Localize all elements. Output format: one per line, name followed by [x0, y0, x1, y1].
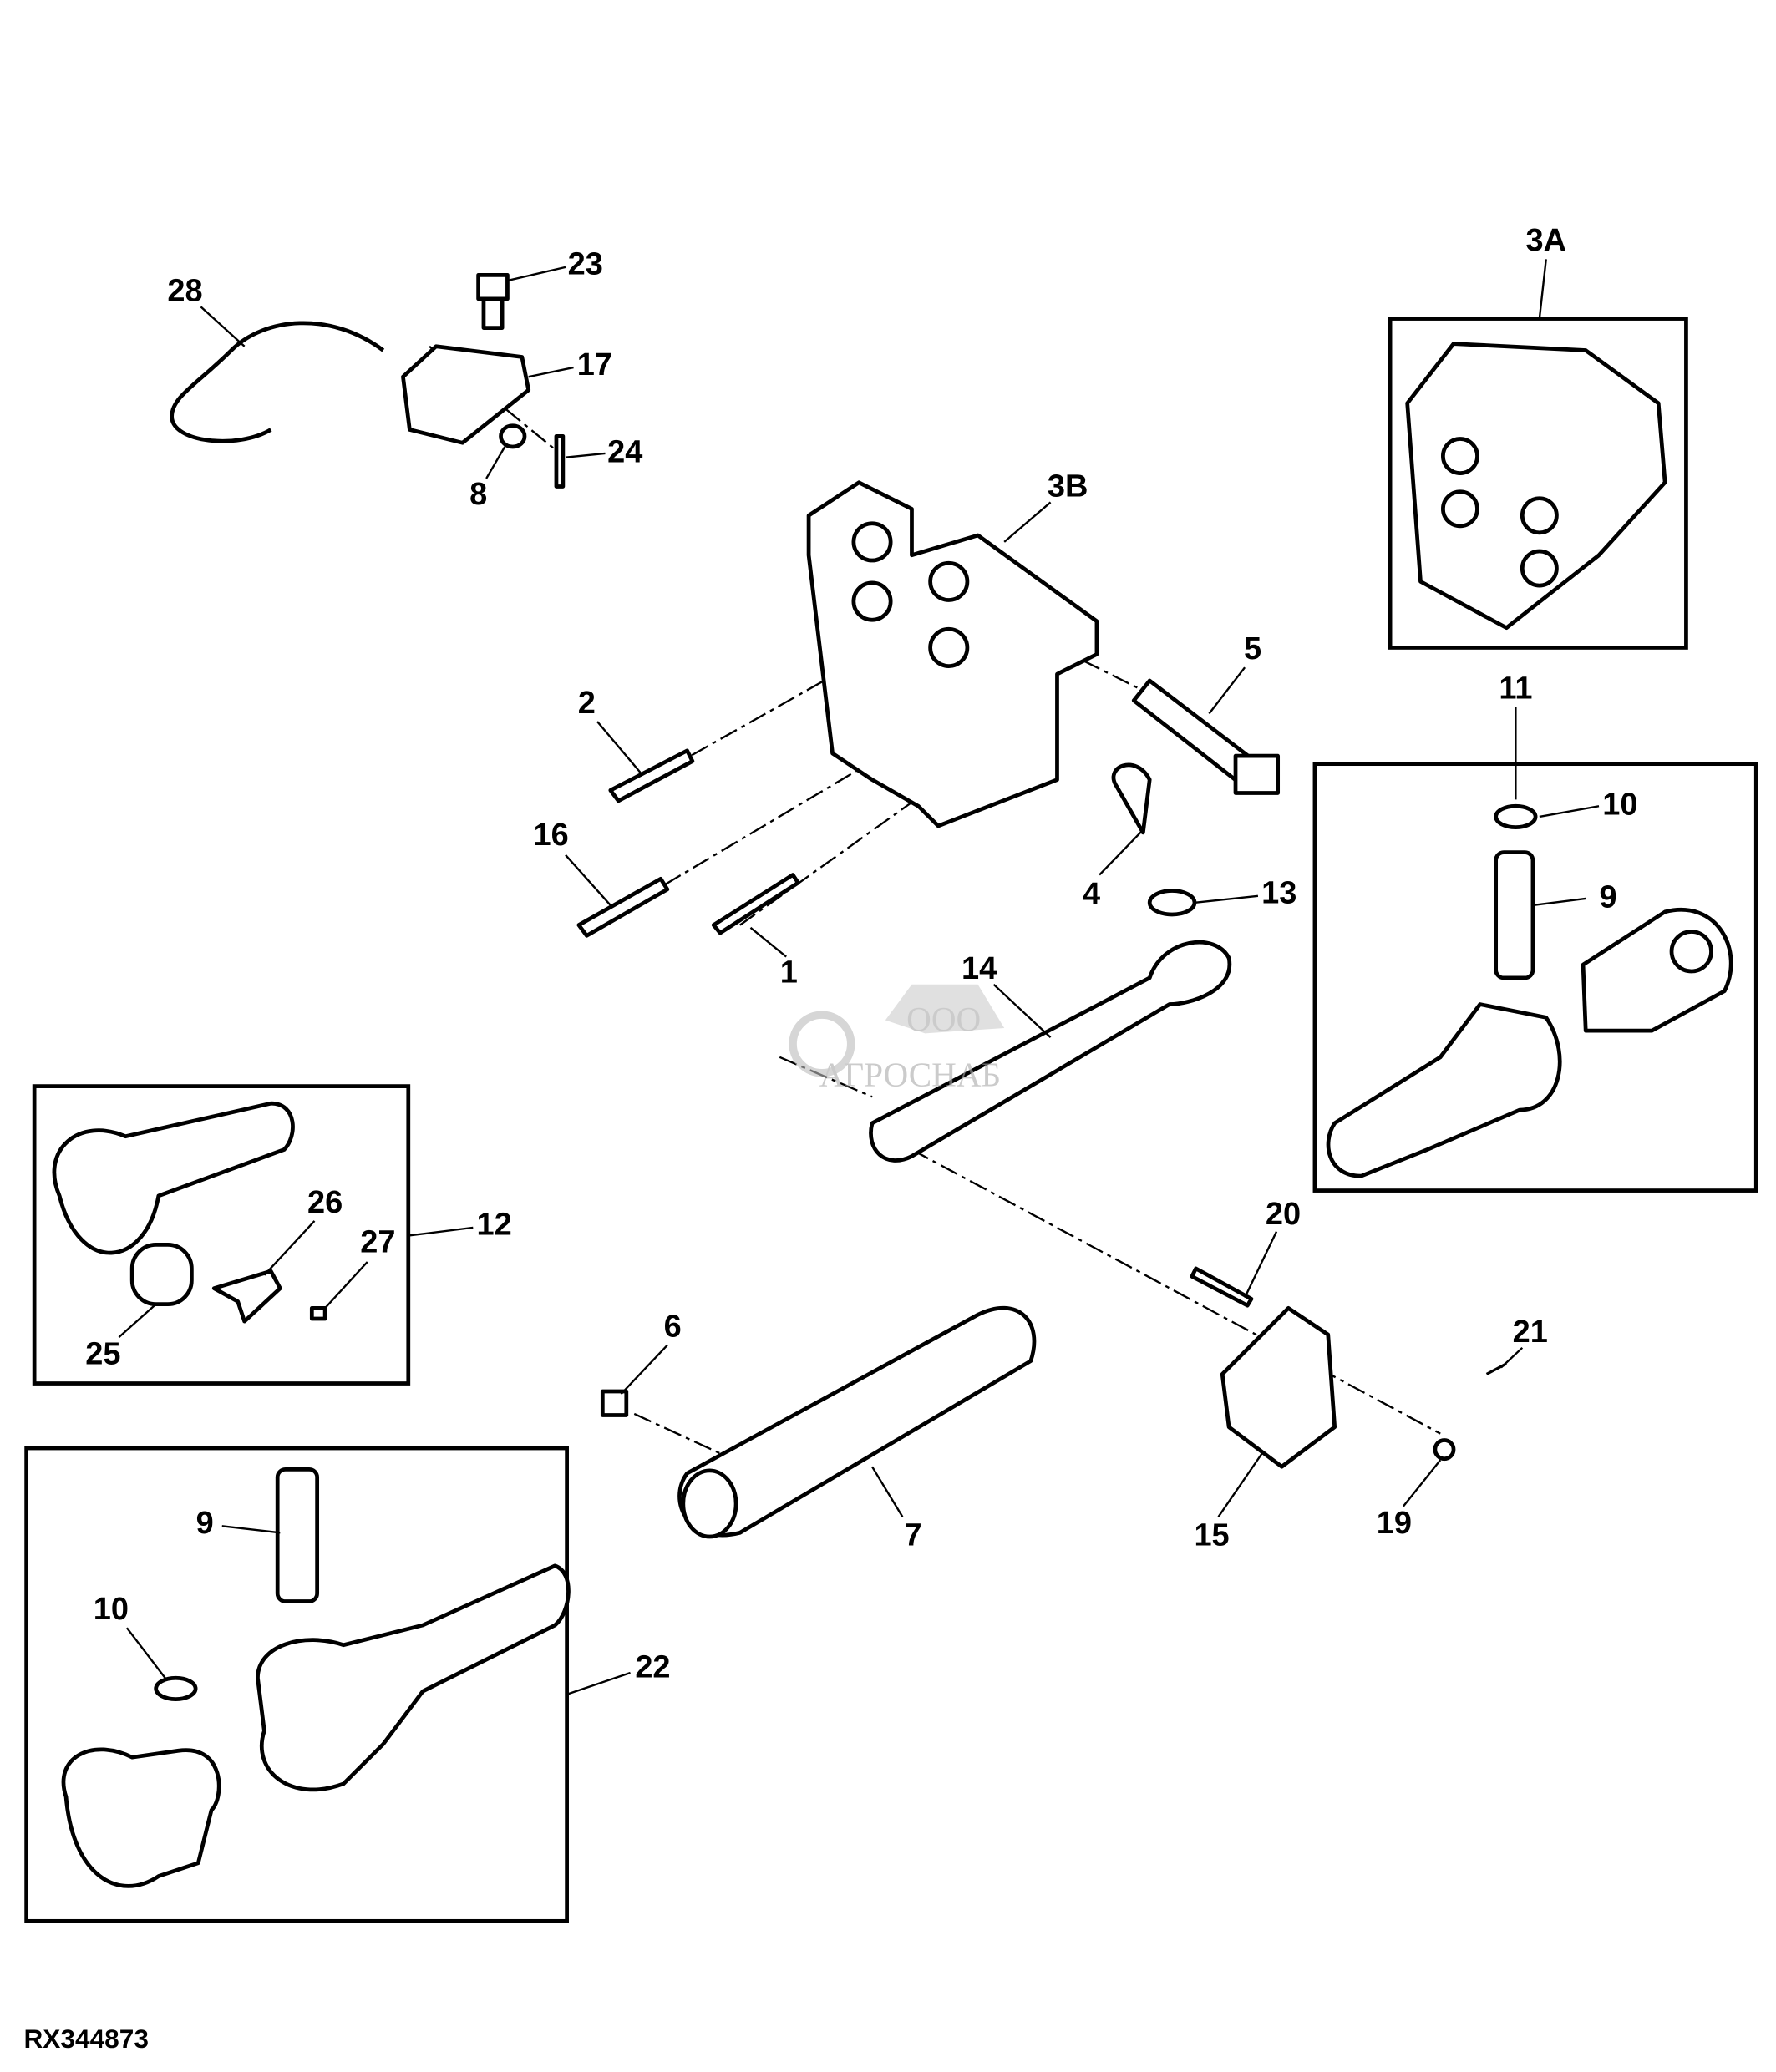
callout-12: 12: [477, 1208, 512, 1243]
part-20-pin: [1190, 1266, 1254, 1308]
part-15-bracket: [1220, 1305, 1337, 1469]
callout-5: 5: [1244, 631, 1261, 666]
callout-2: 2: [578, 686, 596, 721]
callout-8: 8: [469, 477, 487, 512]
part-3-ball-end: [1581, 908, 1733, 1033]
detail-box-9-10-11: [1312, 762, 1758, 1193]
watermark-prefix: ООО: [906, 1000, 981, 1038]
part-2-bolt: [608, 748, 695, 803]
callout-25: 25: [85, 1337, 120, 1372]
callout-4: 4: [1083, 877, 1100, 912]
callout-14: 14: [962, 951, 997, 986]
callout-9-lower: 9: [196, 1506, 214, 1541]
callout-23: 23: [568, 247, 603, 282]
callout-16: 16: [534, 818, 569, 853]
part-24-pin: [554, 433, 566, 489]
callout-20: 20: [1266, 1197, 1301, 1232]
callout-19: 19: [1377, 1506, 1412, 1541]
part-17-bracket: [401, 344, 531, 445]
part-16-bolt: [576, 876, 670, 938]
callout-28: 28: [167, 273, 202, 308]
callout-10-lower: 10: [94, 1592, 129, 1627]
part-26-latch: [211, 1269, 282, 1324]
part-ball-end-lower: [61, 1747, 221, 1888]
part-12-link-end: [52, 1101, 295, 1255]
callout-24: 24: [607, 434, 642, 469]
callout-1: 1: [780, 955, 798, 990]
callout-3b: 3B: [1048, 469, 1088, 504]
callout-13: 13: [1261, 876, 1296, 911]
part-9-pin: [1494, 850, 1535, 980]
callout-22: 22: [635, 1650, 670, 1685]
part-23-bolt-shank: [481, 296, 505, 331]
leader-lines: [118, 259, 1600, 1695]
part-23-bolt-head: [476, 272, 510, 301]
part-22-link-end: [1326, 1002, 1562, 1178]
callout-10: 10: [1602, 788, 1637, 823]
watermark-name: АГРОСНАБ: [819, 1056, 1001, 1094]
detail-box-3a: [1388, 317, 1688, 650]
part-14-lever: [869, 940, 1232, 1163]
part-5-pin-head: [1233, 753, 1281, 795]
callout-9: 9: [1600, 879, 1617, 914]
combine-harvester-icon: [885, 984, 1005, 1034]
callout-11: 11: [1499, 671, 1532, 706]
part-8-washer: [499, 423, 527, 449]
detail-box-22: [24, 1446, 569, 1923]
diagram-code: RX344873: [23, 2024, 148, 2054]
part-19-nut: [1433, 1438, 1456, 1462]
part-7-sleeve: [677, 1305, 1037, 1538]
part-7-sleeve-bore: [681, 1468, 738, 1539]
callout-27: 27: [360, 1224, 395, 1259]
callout-6: 6: [664, 1310, 682, 1345]
callout-3a: 3A: [1525, 223, 1566, 258]
callout-21: 21: [1513, 1315, 1548, 1350]
gear-icon: [789, 1011, 855, 1077]
part-28-handle: [170, 321, 385, 443]
part-27-screw: [309, 1305, 327, 1321]
part-13-ring: [1147, 889, 1197, 917]
part-10-snap-ring: [1494, 803, 1538, 829]
detail-box-12: [32, 1084, 411, 1386]
part-3a-hitch-housing: [1405, 342, 1667, 631]
watermark-logo: ООО АГРОСНАБ: [789, 984, 1005, 1094]
callout-labels: 28 23 17 24 8 3A 3B 5 11 10 9 2 16 4 13 …: [85, 223, 1637, 1684]
callout-17: 17: [577, 347, 612, 382]
part-1-bolt: [711, 873, 800, 935]
part-6-grease-fitting: [600, 1389, 629, 1417]
part-4-lynch-pin: [1111, 762, 1152, 835]
callout-15: 15: [1194, 1517, 1229, 1553]
callout-26: 26: [307, 1185, 343, 1220]
part-22-link-end-lower: [256, 1563, 571, 1792]
part-10-snap-ring-lower: [154, 1675, 198, 1701]
part-25-bushing: [129, 1243, 194, 1306]
part-9-pin-lower: [275, 1467, 320, 1603]
callout-7: 7: [905, 1517, 922, 1553]
